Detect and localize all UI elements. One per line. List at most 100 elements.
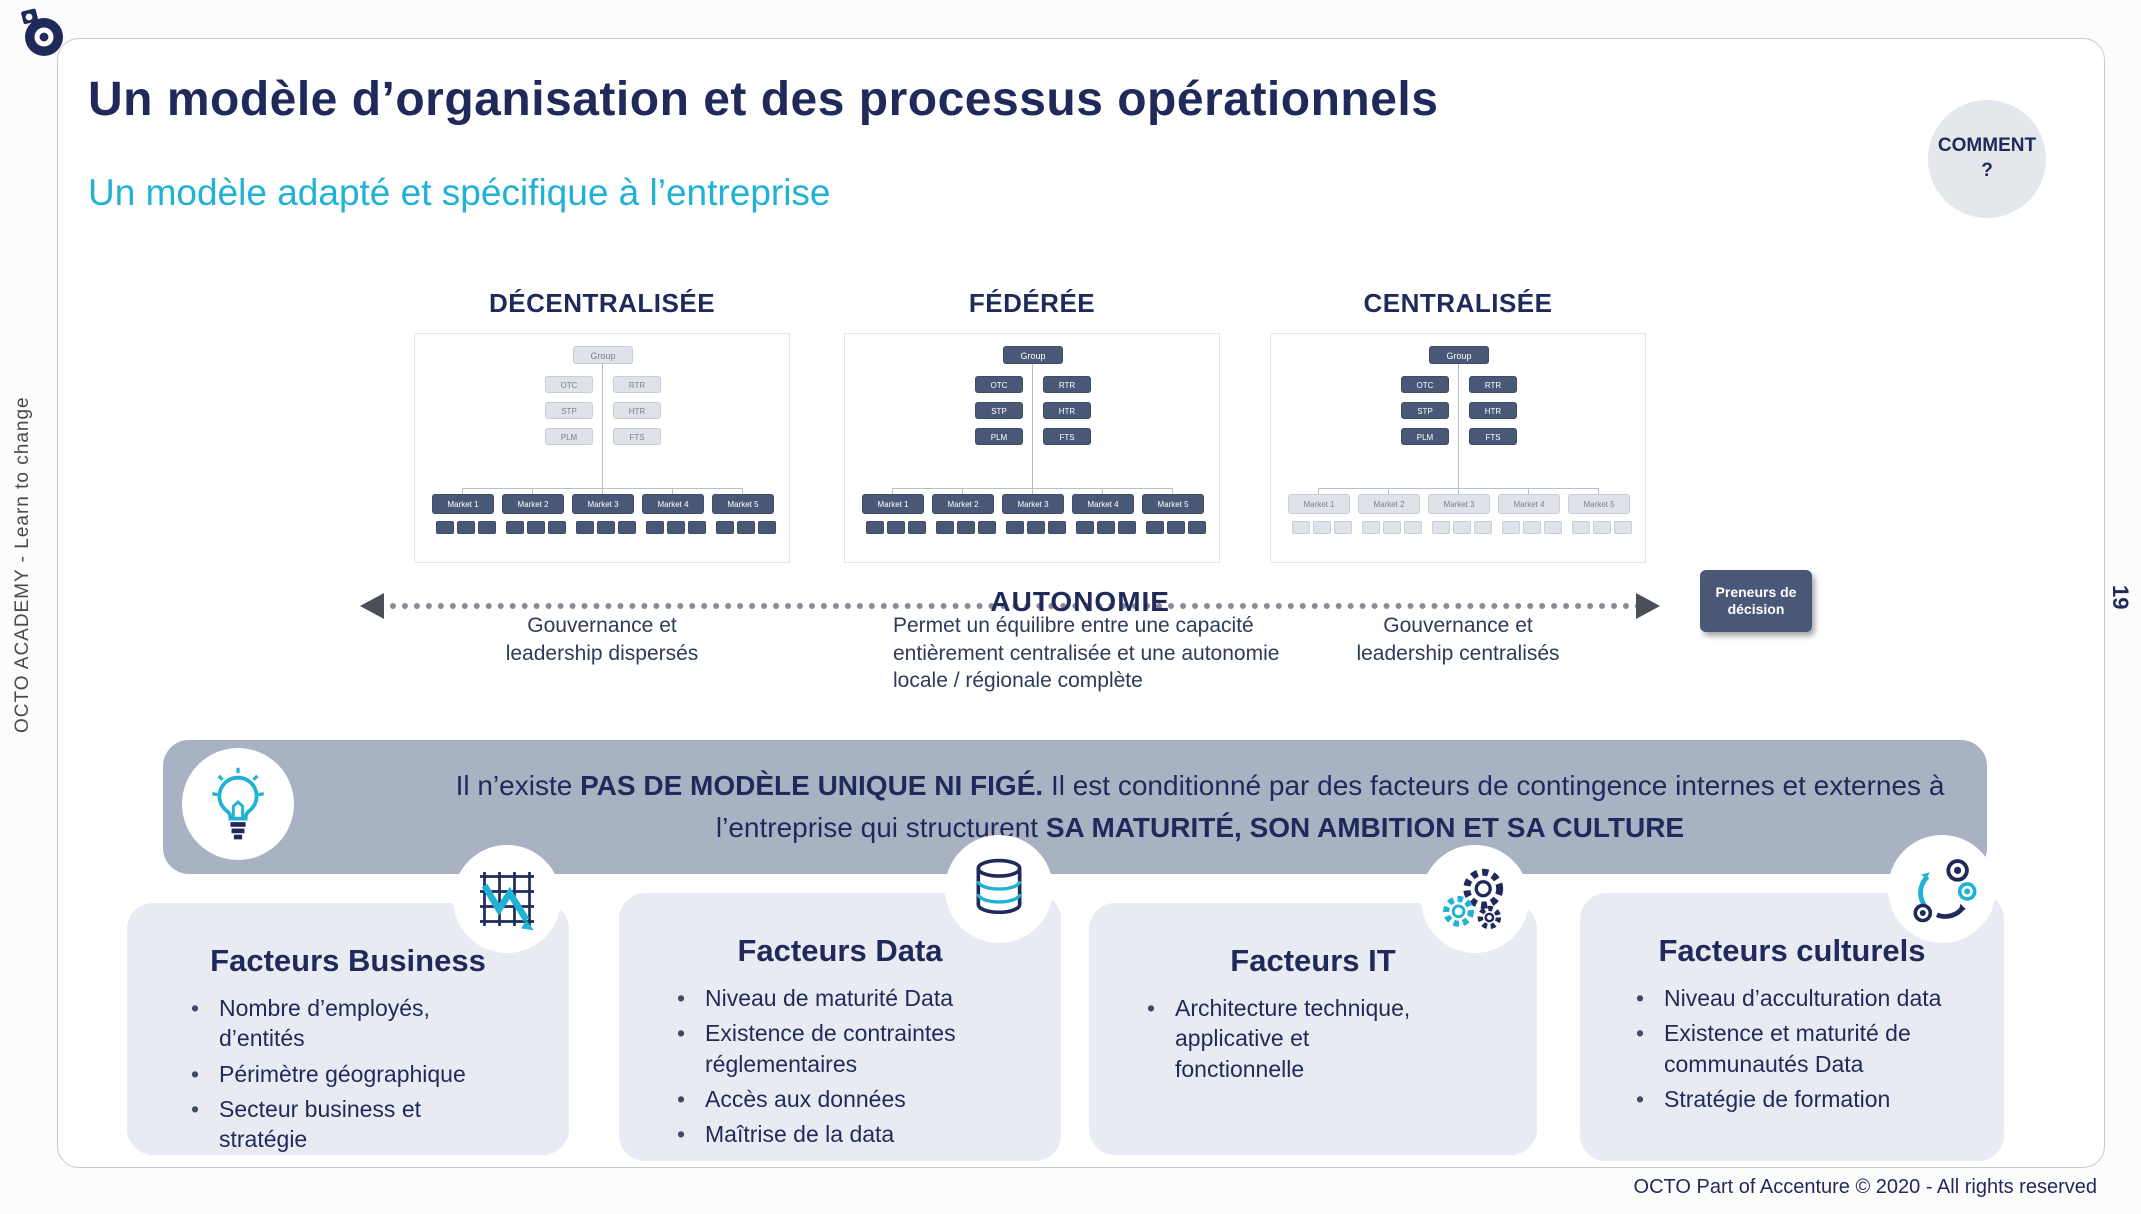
bullet-item: Architecture technique, applicative et f… [1147, 993, 1497, 1084]
bullet-item: Secteur business et stratégie [191, 1094, 499, 1155]
org-function-box: FTS [1043, 428, 1091, 445]
chart-grid-icon [453, 845, 561, 953]
bullet-item: Périmètre géographique [191, 1059, 499, 1089]
org-market-box: Market 5 [1142, 494, 1204, 514]
org-market-box: Market 2 [502, 494, 564, 514]
org-children-row [506, 521, 566, 534]
connector-line [1172, 488, 1173, 495]
chart-caption-centralized: Gouvernance et leadership centralisés [1356, 614, 1560, 665]
connector-line [602, 488, 603, 495]
cycle-eyes-icon [1888, 835, 1996, 943]
factor-title: Facteurs Business [210, 943, 486, 978]
sidebar-vertical-text: OCTO ACADEMY - Learn to change [12, 396, 33, 734]
connector-line [892, 488, 893, 495]
factor-bullet-list: Architecture technique, applicative et f… [1089, 993, 1537, 1084]
key-message-banner: Il n’existe PAS DE MODÈLE UNIQUE NI FIGÉ… [163, 740, 1987, 874]
factor-bullet-list: Niveau de maturité Data Existence de con… [619, 983, 1061, 1150]
bullet-text: Périmètre géographique [219, 1060, 466, 1087]
org-market-box: Market 3 [1002, 494, 1064, 514]
org-chart-federated: FÉDÉRÉE Group OTC RTR STP HTR PLM FTS Ma… [844, 288, 1220, 563]
org-market-box: Market 4 [1072, 494, 1134, 514]
connector-line [1102, 488, 1103, 495]
factor-title: Facteurs Data [737, 933, 943, 968]
org-children-row [936, 521, 996, 534]
comment-badge: COMMENT ? [1928, 100, 2046, 218]
bullet-text: Niveau de maturité Data [705, 985, 954, 1011]
org-function-box: PLM [1401, 428, 1449, 445]
dotted-axis-line [378, 603, 1642, 609]
connector-line [532, 488, 533, 495]
org-children-row [1292, 521, 1352, 534]
bullet-item: Niveau d’acculturation data [1636, 983, 1976, 1013]
org-function-box: STP [545, 402, 593, 419]
org-diagram: Group OTC RTR STP HTR PLM FTS Market 1 M… [414, 333, 790, 563]
bullet-item: Stratégie de formation [1636, 1084, 1976, 1114]
footer-copyright: OCTO Part of Accenture © 2020 - All righ… [1633, 1176, 2097, 1198]
org-children-row [716, 521, 776, 534]
org-children-row [436, 521, 496, 534]
org-diagram: Group OTC RTR STP HTR PLM FTS Market 1 M… [844, 333, 1220, 563]
bullet-item: Accès aux données [677, 1084, 1021, 1114]
connector-line [962, 488, 963, 495]
bullet-item: Niveau de maturité Data [677, 983, 1021, 1013]
bullet-text: Niveau d’acculturation data [1664, 985, 1942, 1011]
factor-title: Facteurs IT [1230, 943, 1396, 978]
bullet-item: Maîtrise de la data [677, 1119, 1021, 1149]
org-market-box: Market 1 [432, 494, 494, 514]
org-function-box: OTC [1401, 376, 1449, 393]
org-chart-decentralized: DÉCENTRALISÉE Group OTC RTR STP HTR PLM … [414, 288, 790, 563]
org-children-row [1572, 521, 1632, 534]
database-icon [945, 835, 1053, 943]
org-function-box: FTS [613, 428, 661, 445]
bullet-text: Existence et maturité de communautés Dat… [1664, 1020, 1911, 1077]
autonomy-axis: AUTONOMIE [360, 584, 1660, 630]
org-diagram: Group OTC RTR STP HTR PLM FTS Market 1 M… [1270, 333, 1646, 563]
org-market-box: Market 1 [862, 494, 924, 514]
connector-line [1318, 488, 1319, 495]
factor-title: Facteurs culturels [1658, 933, 1926, 968]
bullet-item: Existence et maturité de communautés Dat… [1636, 1018, 1976, 1079]
connector-line [742, 488, 743, 495]
org-function-box: RTR [1469, 376, 1517, 393]
connector-line [602, 364, 603, 488]
octo-logo-icon [16, 8, 70, 60]
org-market-box: Market 3 [1428, 494, 1490, 514]
connector-line [1458, 364, 1459, 488]
bullet-text: Nombre d’employés, d’entités [219, 995, 430, 1052]
org-function-box: PLM [545, 428, 593, 445]
slide-subtitle: Un modèle adapté et spécifique à l’entre… [88, 172, 831, 213]
factor-card-it: Facteurs IT Architecture technique, appl… [1089, 845, 1537, 1155]
org-group-box: Group [573, 346, 633, 364]
org-group-box: Group [1429, 346, 1489, 364]
factor-card-data: Facteurs Data Niveau de maturité Data Ex… [619, 835, 1061, 1161]
org-function-box: OTC [545, 376, 593, 393]
banner-segment-bold: PAS DE MODÈLE UNIQUE NI FIGÉ. [580, 770, 1044, 801]
connector-line [1528, 488, 1529, 495]
org-children-row [1006, 521, 1066, 534]
org-market-box: Market 5 [712, 494, 774, 514]
arrow-right-icon [1636, 593, 1660, 619]
bullet-text: Stratégie de formation [1664, 1086, 1891, 1113]
org-market-box: Market 2 [1358, 494, 1420, 514]
connector-line [1032, 364, 1033, 488]
banner-segment: Il n’existe [455, 770, 581, 801]
org-function-box: OTC [975, 376, 1023, 393]
org-function-box: RTR [1043, 376, 1091, 393]
org-market-box: Market 3 [572, 494, 634, 514]
org-children-row [1432, 521, 1492, 534]
decision-makers-box: Preneurs de décision [1700, 570, 1812, 632]
key-message-text: Il n’existe PAS DE MODÈLE UNIQUE NI FIGÉ… [453, 740, 1947, 874]
connector-line [1598, 488, 1599, 495]
org-function-box: STP [1401, 402, 1449, 419]
connector-line [462, 488, 463, 495]
bullet-text: Architecture technique, applicative et f… [1175, 995, 1411, 1082]
org-children-row [1076, 521, 1136, 534]
org-function-box: STP [975, 402, 1023, 419]
connector-line [1388, 488, 1389, 495]
factor-bullet-list: Nombre d’employés, d’entités Périmètre g… [127, 993, 569, 1155]
org-market-box: Market 2 [932, 494, 994, 514]
connector-line [1032, 488, 1033, 495]
org-market-box: Market 4 [642, 494, 704, 514]
org-market-box: Market 4 [1498, 494, 1560, 514]
chart-caption-decentralized: Gouvernance et leadership dispersés [505, 614, 699, 665]
